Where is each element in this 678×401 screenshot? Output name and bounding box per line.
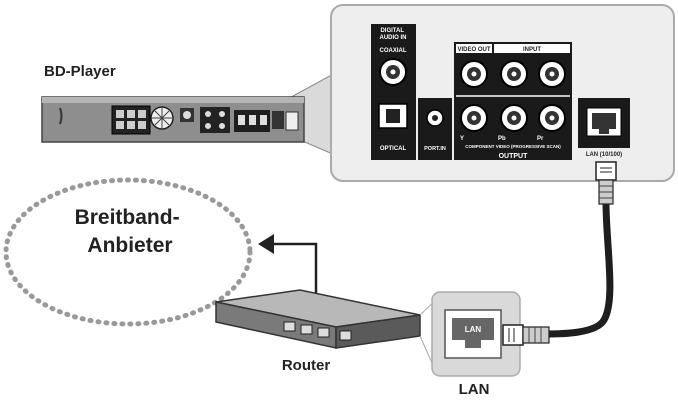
rear-port-c xyxy=(260,115,267,125)
uplink-arrow-line xyxy=(272,242,318,295)
rear-jack-a xyxy=(205,111,211,117)
coaxial-jack-pin xyxy=(390,69,396,75)
audio-input-left-pin xyxy=(511,71,517,77)
input-label: INPUT xyxy=(523,47,541,53)
router-port-2 xyxy=(300,324,313,335)
component-pr-label: Pr xyxy=(537,136,544,142)
video-out-jack-pin xyxy=(471,71,477,77)
bd-player-label: BD-Player xyxy=(44,63,116,80)
terminal-1 xyxy=(116,110,124,118)
antenna-connector-pin xyxy=(183,111,191,119)
port-in-block xyxy=(418,98,452,160)
component-y-label: Y xyxy=(460,136,464,142)
rear-jack-d xyxy=(219,123,225,129)
fan-blades xyxy=(152,108,172,128)
terminal-4 xyxy=(116,121,124,129)
ethernet-cable-wire xyxy=(541,198,614,338)
terminal-6 xyxy=(138,121,146,129)
rear-panel-detail: DIGITAL AUDIO IN COAXIAL OPTICAL PORT.IN… xyxy=(330,4,675,182)
router-lan-socket-inner xyxy=(452,318,494,340)
digital-audio-in-line2: AUDIO IN xyxy=(380,35,407,41)
router-label: Router xyxy=(282,357,330,374)
component-pb-pin xyxy=(511,115,517,121)
rear-jack-cluster-1 xyxy=(200,107,230,133)
uplink-arrow-head xyxy=(258,234,274,254)
router-port-1 xyxy=(283,321,296,332)
lan-port-small xyxy=(272,111,284,129)
lan-port-socket-inner xyxy=(592,113,616,129)
video-out-label: VIDEO OUT xyxy=(457,47,490,53)
power-socket xyxy=(285,111,299,131)
optical-label: OPTICAL xyxy=(380,146,407,152)
rear-jack-b xyxy=(219,111,225,117)
cable-plug-bottom-boot xyxy=(522,326,550,344)
router-device xyxy=(215,289,421,349)
provider-cloud xyxy=(3,177,253,327)
lan-port-label: LAN (10/100) xyxy=(586,152,622,158)
rear-port-b xyxy=(249,115,256,125)
provider-label-line1: Breitband- xyxy=(75,206,180,229)
provider-label-line2: Anbieter xyxy=(87,234,172,257)
port-in-jack-inner xyxy=(432,115,438,121)
component-pb-label: Pb xyxy=(498,136,506,142)
terminal-2 xyxy=(127,110,135,118)
input-label-box xyxy=(494,44,570,53)
rear-jack-c xyxy=(205,123,211,129)
digital-audio-in-label: DIGITAL AUDIO IN xyxy=(380,28,407,41)
output-label: OUTPUT xyxy=(499,153,529,160)
lan-port-latch xyxy=(599,129,609,134)
bd-player-device xyxy=(41,96,305,143)
router-port-4 xyxy=(339,330,352,341)
router-lan-zoom: LAN xyxy=(431,291,521,377)
audio-input-right-pin xyxy=(549,71,555,77)
router-port-3 xyxy=(317,327,330,338)
coaxial-label: COAXIAL xyxy=(380,48,407,54)
digital-audio-in-line1: DIGITAL xyxy=(380,28,404,34)
router-lan-port-label: LAN xyxy=(465,325,482,334)
ethernet-cable xyxy=(502,161,617,346)
lan-label: LAN xyxy=(459,381,490,398)
terminal-3 xyxy=(138,110,146,118)
provider-label: Breitband- Anbieter xyxy=(75,206,186,257)
bd-player-top-edge xyxy=(42,97,304,103)
cable-plug-top-head xyxy=(595,161,617,181)
cable-plug-bottom-head xyxy=(502,324,524,346)
terminal-5 xyxy=(127,121,135,129)
rear-port-a xyxy=(238,115,245,125)
port-in-label: PORT.IN xyxy=(424,146,446,152)
power-cord-icon xyxy=(59,107,63,125)
component-pr-pin xyxy=(549,115,555,121)
component-y-pin xyxy=(471,115,477,121)
component-video-label: COMPONENT VIDEO (PROGRESSIVE SCAN) xyxy=(465,144,561,149)
optical-port-shutter xyxy=(386,109,400,123)
video-block xyxy=(454,42,572,160)
digital-audio-block xyxy=(371,24,416,160)
router-lan-latch xyxy=(465,340,481,348)
video-out-label-box xyxy=(456,44,492,53)
